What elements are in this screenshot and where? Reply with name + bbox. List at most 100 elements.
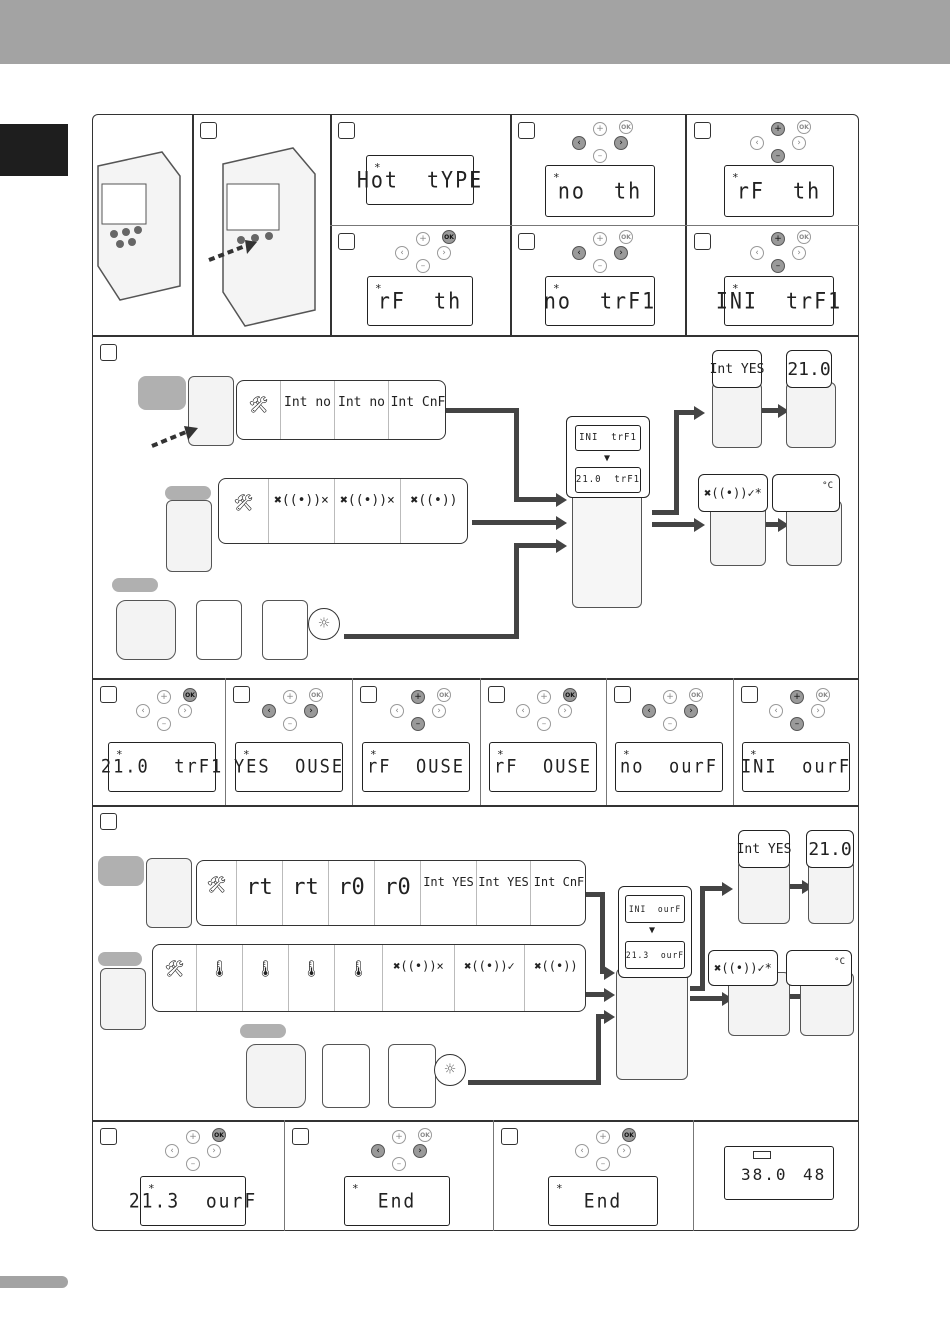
flow-arrow [790, 884, 804, 889]
tools-icon: 🛠 [219, 479, 269, 543]
lcd-display: *no ourF [615, 742, 723, 792]
button-pad: +OK ‹› – [637, 688, 711, 734]
lcd-display: *End [344, 1176, 450, 1226]
flow-arrow [514, 543, 558, 548]
flow-arrow [344, 634, 518, 639]
flow-arrow [762, 408, 780, 413]
result-bubble: Int YES [710, 350, 764, 388]
device-tag [98, 856, 144, 886]
step-marker [292, 1128, 309, 1145]
device-tag [98, 952, 142, 966]
lcd-display: *End [548, 1176, 658, 1226]
result-temp: 21.0 [786, 350, 832, 388]
step-marker [100, 1128, 117, 1145]
button-pad: +OK ‹› – [390, 230, 464, 276]
button-pad: +OK ‹› – [567, 120, 641, 166]
antenna-x-icon: ✖((•))× [335, 479, 401, 543]
step-marker [694, 233, 711, 250]
setting-strip: 🛠 ✖((•))× ✖((•))× ✖((•)) [218, 478, 468, 544]
instruction-frame [92, 114, 859, 1231]
header-bar [0, 0, 950, 64]
thermostat-device [166, 500, 212, 572]
thermostat-base [262, 600, 308, 660]
flow-arrow [600, 892, 605, 974]
lcd-display: *YES OUSE [234, 742, 343, 792]
device-tag [165, 486, 211, 500]
flow-arrow [690, 996, 724, 1001]
press-arrow [151, 426, 198, 448]
central-controller [572, 490, 642, 608]
footer-bar [0, 1276, 68, 1288]
button-pad: +OK ‹› – [366, 1128, 440, 1174]
button-pad: +OK ‹› – [131, 688, 205, 734]
round-thermostat [246, 1044, 306, 1108]
controller-press-illustration [208, 147, 316, 327]
step-marker [200, 122, 217, 139]
button-pad: +OK ‹› – [745, 120, 819, 166]
device-tag [112, 578, 158, 592]
step-marker [518, 233, 535, 250]
step-marker [488, 686, 505, 703]
round-thermostat [116, 600, 176, 660]
antenna-ok-icon: ✖((•))✓* [698, 474, 768, 512]
flow-arrow [690, 986, 704, 991]
tools-icon: 🛠 [153, 945, 197, 1011]
antenna-ok-icon: ✖((•))✓ [455, 945, 525, 1011]
step-marker [233, 686, 250, 703]
antenna-x-icon: ✖((•))× [269, 479, 335, 543]
flow-arrow [514, 497, 558, 502]
lcd-display: *rF th [724, 165, 834, 217]
antenna-x-icon: ✖((•))× [383, 945, 455, 1011]
step-marker [694, 122, 711, 139]
thermometer-icon: 🌡 [335, 945, 383, 1011]
flow-arrow [596, 1014, 601, 1085]
thermostat-device [188, 376, 234, 446]
lcd-display: *21.0 trF1 [101, 742, 221, 792]
thermostat-device [786, 382, 836, 448]
lcd-display: *INI ourF [741, 742, 850, 792]
thermostat-base [388, 1044, 436, 1108]
step-marker [614, 686, 631, 703]
temp-unit: °C [772, 474, 840, 512]
button-pad: +OK ‹› – [764, 688, 838, 734]
flow-arrow [674, 410, 696, 415]
result-bubble: Int YES [737, 830, 791, 868]
flow-arrow [586, 892, 604, 897]
step-marker [100, 813, 117, 830]
button-pad: +OK ‹› – [511, 688, 585, 734]
step-marker [741, 686, 758, 703]
tools-icon: 🛠 [197, 861, 237, 925]
result-temp: 21.0 [806, 830, 854, 868]
lcd-display: *21.3 ourF [129, 1176, 255, 1226]
lcd-display: *rF OUSE [489, 742, 597, 792]
final-display: 38.0 48 [724, 1146, 834, 1200]
flow-arrow [514, 543, 519, 639]
flow-arrow [586, 992, 608, 997]
thermometer-icon: 🌡 [243, 945, 289, 1011]
controller-illustration [97, 151, 181, 301]
button-pad: +OK ‹› – [570, 1128, 644, 1174]
flow-arrow [790, 994, 802, 999]
thermostat-base [322, 1044, 370, 1108]
thermostat-device [712, 382, 762, 448]
thermostat-base [196, 600, 242, 660]
step-marker [338, 233, 355, 250]
thermometer-icon: 🌡 [289, 945, 335, 1011]
step-marker [100, 686, 117, 703]
flow-arrow [472, 520, 558, 525]
lcd-display: *rF OUSE [362, 742, 470, 792]
button-pad: +OK ‹› – [257, 688, 331, 734]
flow-arrow [514, 408, 519, 500]
button-pad: +OK ‹› – [745, 230, 819, 276]
device-tag [240, 1024, 286, 1038]
step-marker [100, 344, 117, 361]
flow-arrow [700, 886, 724, 891]
flow-arrow [446, 408, 516, 413]
light-indicator-icon: ☼ [434, 1054, 466, 1086]
step-marker [501, 1128, 518, 1145]
device-tag [138, 376, 186, 410]
controller-bubble: INI ourF ▼ 21.3 ourF [618, 886, 692, 978]
lcd-display: *Hot tYPE [357, 155, 481, 205]
setting-strip: 🛠 🌡 🌡 🌡 🌡 ✖((•))× ✖((•))✓ ✖((•)) [152, 944, 586, 1012]
tools-icon: 🛠 [237, 381, 281, 439]
